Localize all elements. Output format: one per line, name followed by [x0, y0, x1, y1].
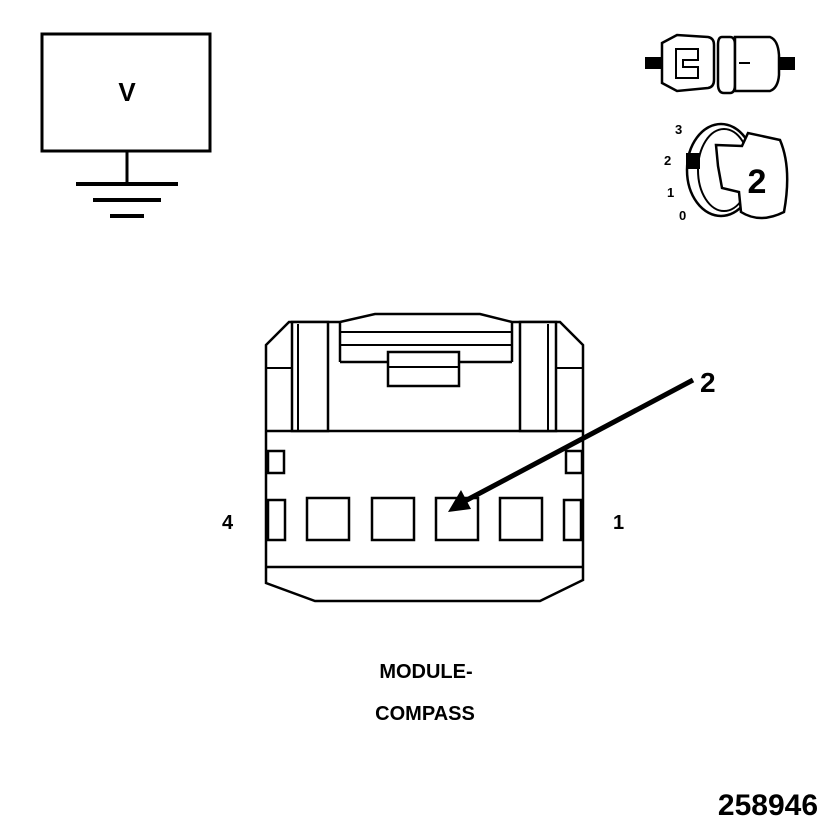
ignition-key-label: 2 [748, 163, 767, 201]
left-latch [290, 320, 330, 433]
pin-cavity [498, 496, 544, 542]
callout-label: 2 [700, 367, 716, 398]
voltmeter-box [40, 32, 212, 153]
right-latch [518, 320, 558, 433]
figure-number: 258946 [718, 789, 818, 822]
voltmeter-label: V [118, 77, 136, 107]
pin-label-left: 4 [222, 512, 234, 534]
voltmeter-symbol: V [40, 32, 212, 218]
caption-line-1: MODULE- [379, 661, 472, 683]
ignition-key-icon: 3 2 1 0 2 [664, 122, 789, 223]
connector-face [264, 312, 585, 603]
pin-cavity [305, 496, 351, 542]
pin-label-right: 1 [613, 512, 624, 534]
pin-cavity-1 [562, 498, 583, 542]
pin-cavity-4 [266, 498, 287, 542]
connector-icon [645, 33, 795, 95]
callout-arrow [448, 377, 695, 512]
ignition-position-2: 2 [664, 153, 671, 168]
ground-icon [76, 182, 178, 218]
caption-line-2: COMPASS [375, 703, 475, 725]
ignition-position-0: 0 [679, 208, 686, 223]
ignition-position-3: 3 [675, 122, 682, 137]
locking-tab [386, 350, 461, 388]
pin-cavity [370, 496, 416, 542]
ignition-position-1: 1 [667, 185, 674, 200]
